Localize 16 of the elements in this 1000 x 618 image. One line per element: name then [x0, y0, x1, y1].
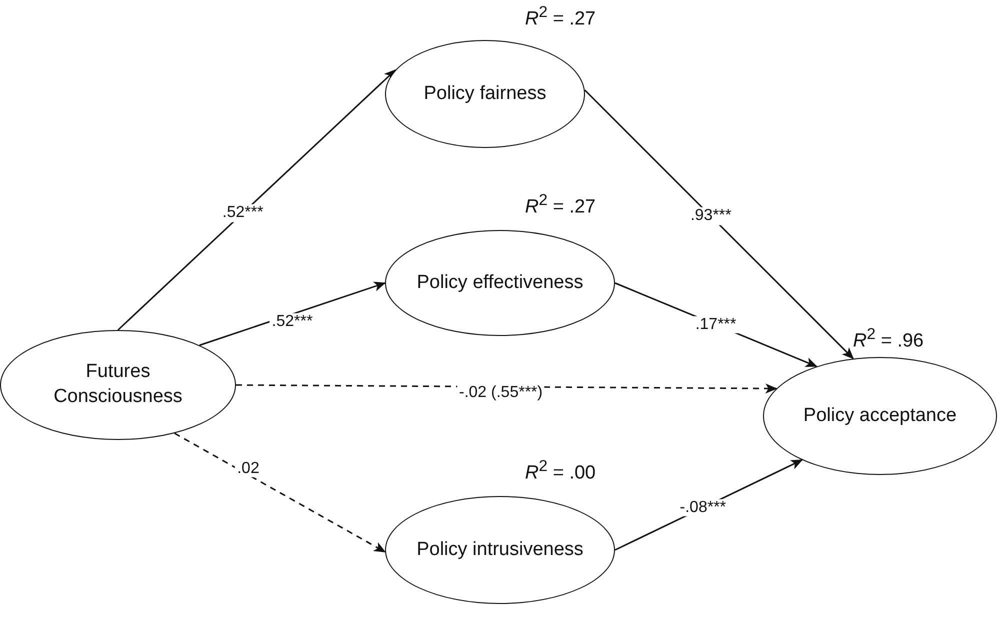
arrow — [584, 89, 854, 360]
edge-label: .02 — [235, 460, 262, 478]
r-squared-label: R$^{2}$ = .00 — [525, 458, 596, 484]
r-squared-label: R$^{2}$ = .27 — [525, 4, 596, 30]
r-squared-label: R$^{2}$ = .96 — [853, 326, 924, 352]
node-label: Policy intrusiveness — [416, 538, 584, 562]
node-label: Policy fairness — [424, 82, 546, 106]
node-label: Policy acceptance — [803, 404, 957, 428]
edge-label: -.02 (.55***) — [457, 384, 545, 402]
arrow — [117, 69, 396, 331]
arrow — [174, 432, 386, 553]
edge-label: -.08*** — [678, 498, 728, 516]
edge-label: .17*** — [693, 316, 738, 334]
r-squared-label: R$^{2}$ = .27 — [525, 192, 596, 218]
node-label: Policy effectiveness — [416, 270, 584, 295]
node-label: Futures Consciousness — [52, 360, 184, 409]
